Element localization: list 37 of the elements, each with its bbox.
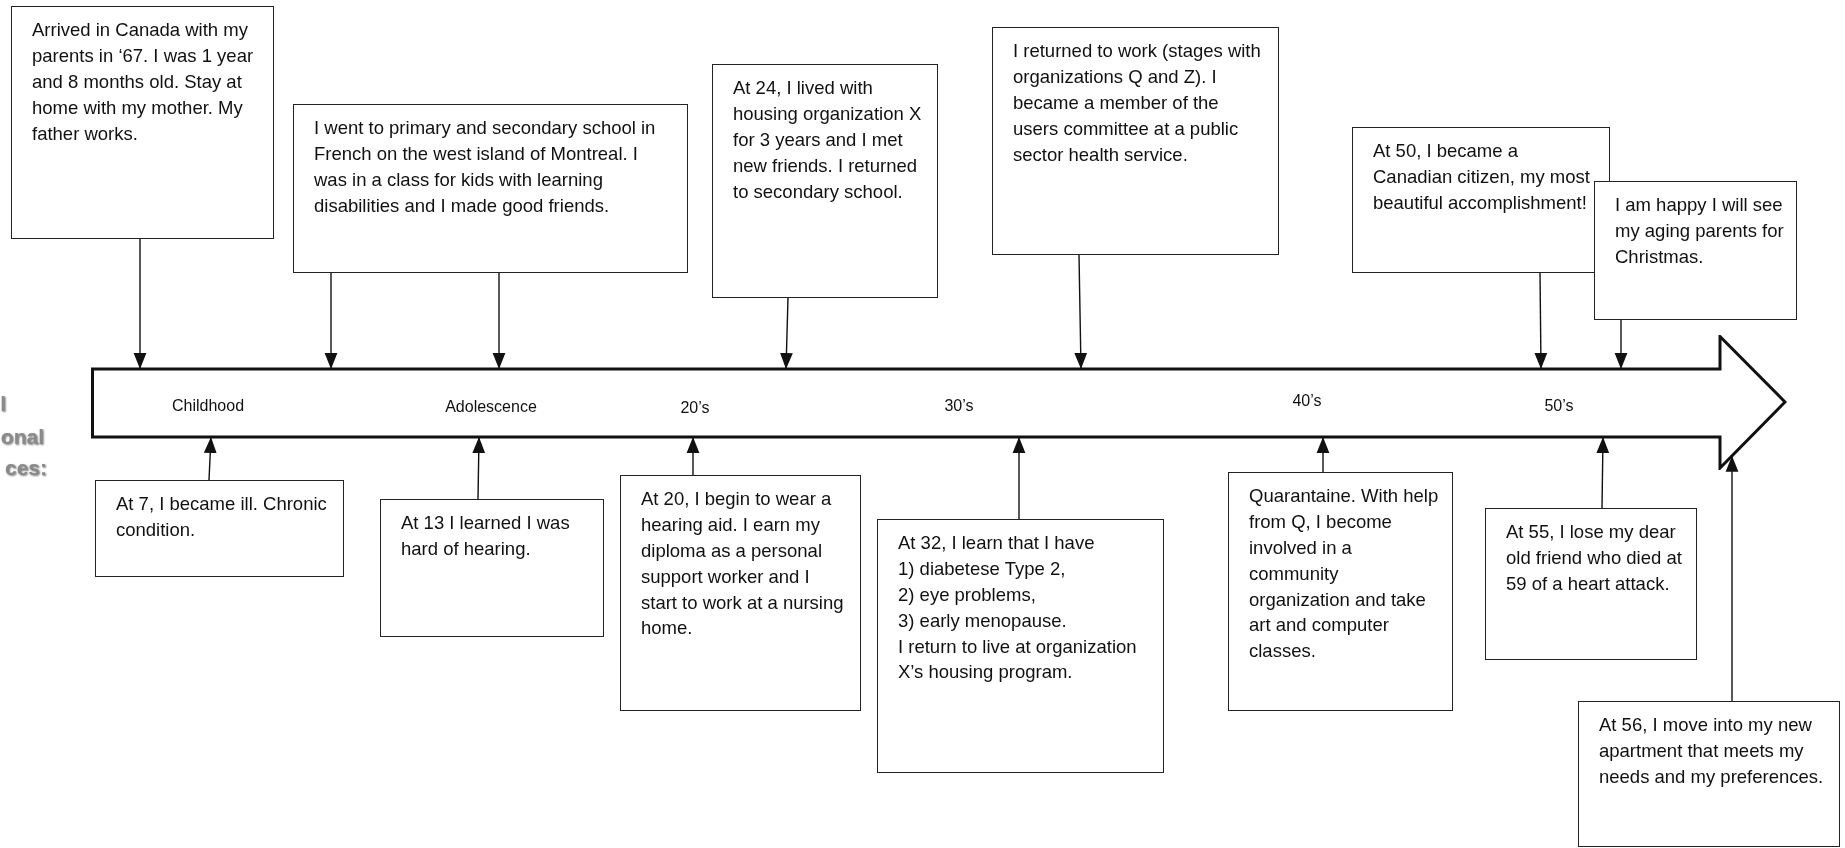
cut-off-heading-text: l <box>0 392 6 416</box>
arrow <box>1534 272 1548 370</box>
cut-off-heading-text: onal <box>0 425 44 449</box>
timeline-arrow <box>91 335 1787 470</box>
event-box: At 56, I move into my new apartment that meets my needs and my preferences. <box>1578 701 1840 847</box>
event-box: I went to primary and secondary school in French on the west island of Montreal. I was in a class for kids with learning disabilities and I made good friends. <box>293 104 688 273</box>
period-label: 40’s <box>1292 392 1322 410</box>
period-label: 30’s <box>944 397 974 415</box>
event-box: At 50, I became a Canadian citizen, my most beautiful accomplishment! <box>1352 127 1610 273</box>
arrow <box>1012 436 1026 520</box>
cut-off-heading-text: ces: <box>4 456 47 480</box>
arrow <box>203 436 217 481</box>
event-box: At 55, I lose my dear old friend who died at 59 of a heart attack. <box>1485 508 1697 660</box>
event-box: At 20, I begin to wear a hearing aid. I earn my diploma as a personal support worker and I start to work at a nursing home. <box>620 475 861 711</box>
period-label: Adolescence <box>445 398 537 416</box>
period-label: Childhood <box>171 397 245 415</box>
arrow <box>1614 319 1628 370</box>
period-label: 50’s <box>1544 397 1574 415</box>
arrow <box>1316 436 1330 473</box>
arrow <box>1725 455 1739 702</box>
event-box: Arrived in Canada with my parents in ‘67. I was 1 year and 8 months old. Stay at home with my mother. My father works. <box>11 6 274 239</box>
arrow <box>133 238 147 370</box>
arrow <box>472 436 486 500</box>
arrow <box>492 272 506 370</box>
period-label: 20’s <box>680 399 710 417</box>
event-box: At 7, I became ill. Chronic condition. <box>95 480 344 577</box>
arrow <box>686 436 700 476</box>
event-box: Quarantaine. With help from Q, I become involved in a community organization and take art and computer classes. <box>1228 472 1453 711</box>
arrow <box>1596 436 1610 509</box>
arrow <box>1074 254 1088 370</box>
event-box: At 24, I lived with housing organization X for 3 years and I met new friends. I returned to secondary school. <box>712 64 938 298</box>
arrow <box>324 272 338 370</box>
event-box: At 13 I learned I was hard of hearing. <box>380 499 604 637</box>
event-box: I am happy I will see my aging parents for Christmas. <box>1594 181 1797 320</box>
event-box: I returned to work (stages with organizations Q and Z). I became a member of the users committee at a public sector health service. <box>992 27 1279 255</box>
event-box: At 32, I learn that I have 1) diabetese Type 2, 2) eye problems, 3) early menopause. I return to live at organization X’s housing program. <box>877 519 1164 773</box>
arrow <box>780 297 793 370</box>
